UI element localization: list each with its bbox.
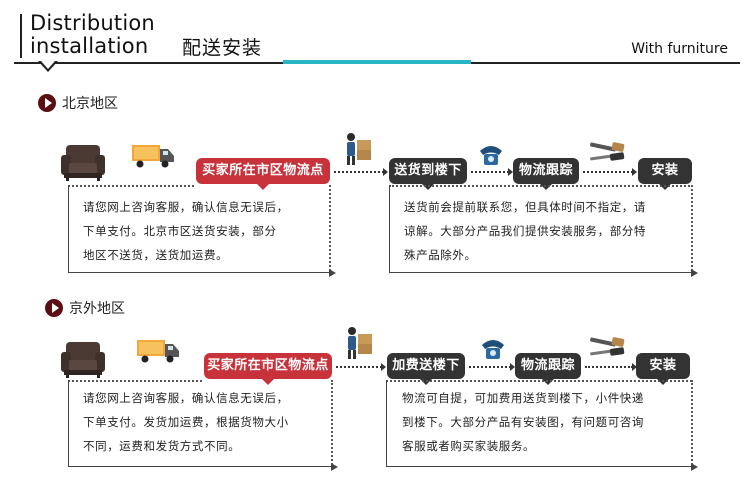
text-line: 请您网上咨询客服，确认信息无误后， bbox=[83, 195, 323, 219]
step-install: 安装 bbox=[636, 353, 690, 379]
step-tracking: 物流跟踪 bbox=[515, 353, 581, 379]
truck-icon bbox=[136, 338, 180, 364]
sofa-icon bbox=[60, 340, 106, 378]
text-line: 下单支付。北京市区送货安装，部分 bbox=[83, 219, 323, 243]
text-line: 谅解。大部分产品我们提供安装服务，部分特 bbox=[404, 219, 689, 243]
flow-arrow bbox=[336, 366, 382, 368]
tools-icon bbox=[588, 141, 628, 165]
header-right-label: With furniture bbox=[631, 41, 728, 57]
step-pickup-point: 买家所在市区物流点 bbox=[196, 158, 330, 184]
info-box-delivery: 物流可自提，可加费用送货到楼下，小件快递 到楼下。大部分产品有安装图，有问题可咨… bbox=[386, 380, 692, 467]
header-title-cn: 配送安装 bbox=[182, 33, 262, 60]
step-install: 安装 bbox=[638, 158, 692, 184]
step-pickup-point: 买家所在市区物流点 bbox=[204, 353, 332, 379]
header-teal-accent bbox=[283, 60, 471, 64]
text-line: 请您网上咨询客服，确认信息无误后， bbox=[83, 386, 328, 410]
porter-icon bbox=[344, 326, 374, 360]
text-line: 地区不送货，送货加运费。 bbox=[83, 243, 323, 267]
info-text-delivery: 送货前会提前联系您，但具体时间不指定，请 谅解。大部分产品我们提供安装服务，部分… bbox=[404, 195, 689, 267]
step-deliver-downstairs: 送货到楼下 bbox=[389, 158, 467, 184]
info-box-order: 请您网上咨询客服，确认信息无误后， 下单支付。发货加运费，根据货物大小 不同，运… bbox=[68, 380, 332, 467]
text-line: 客服或者购买家装服务。 bbox=[402, 434, 690, 458]
play-icon bbox=[45, 299, 63, 317]
sofa-icon bbox=[60, 143, 106, 181]
info-box-order: 请您网上咨询客服，确认信息无误后， 下单支付。北京市区送货安装，部分 地区不送货… bbox=[68, 185, 330, 273]
porter-icon bbox=[343, 132, 373, 166]
flow-arrow bbox=[334, 171, 384, 173]
info-box-delivery: 送货前会提前联系您，但具体时间不指定，请 谅解。大部分产品我们提供安装服务，部分… bbox=[389, 185, 692, 273]
text-line: 送货前会提前联系您，但具体时间不指定，请 bbox=[404, 195, 689, 219]
section-title-label: 北京地区 bbox=[62, 93, 118, 113]
flow-arrow bbox=[469, 366, 511, 368]
tools-icon bbox=[588, 336, 628, 360]
text-line: 到楼下。大部分产品有安装图，有问题可咨询 bbox=[402, 410, 690, 434]
step-paid-delivery: 加费送楼下 bbox=[387, 353, 465, 379]
flow-arrow bbox=[585, 366, 633, 368]
text-line: 不同，运费和发货方式不同。 bbox=[83, 434, 328, 458]
section-title-outside: 京外地区 bbox=[45, 298, 125, 318]
phone-icon bbox=[478, 143, 504, 167]
text-line: 物流可自提，可加费用送货到楼下，小件快递 bbox=[402, 386, 690, 410]
header-title-en: Distribution installation bbox=[30, 12, 155, 58]
phone-icon bbox=[480, 337, 506, 361]
info-text-order: 请您网上咨询客服，确认信息无误后， 下单支付。发货加运费，根据货物大小 不同，运… bbox=[83, 386, 328, 458]
text-line: 殊产品除外。 bbox=[404, 243, 689, 267]
header-accent-bar bbox=[20, 14, 22, 58]
play-icon bbox=[38, 94, 56, 112]
info-text-order: 请您网上咨询客服，确认信息无误后， 下单支付。北京市区送货安装，部分 地区不送货… bbox=[83, 195, 323, 267]
info-text-delivery: 物流可自提，可加费用送货到楼下，小件快递 到楼下。大部分产品有安装图，有问题可咨… bbox=[402, 386, 690, 458]
step-tracking: 物流跟踪 bbox=[513, 158, 579, 184]
truck-icon bbox=[131, 143, 175, 169]
header-title-en-line2: installation bbox=[30, 35, 155, 58]
header-title-en-line1: Distribution bbox=[30, 12, 155, 35]
flow-arrow bbox=[583, 171, 633, 173]
section-title-label: 京外地区 bbox=[69, 298, 125, 318]
header-notch-inner bbox=[41, 61, 55, 69]
text-line: 下单支付。发货加运费，根据货物大小 bbox=[83, 410, 328, 434]
flow-arrow bbox=[471, 171, 509, 173]
section-title-beijing: 北京地区 bbox=[38, 93, 118, 113]
